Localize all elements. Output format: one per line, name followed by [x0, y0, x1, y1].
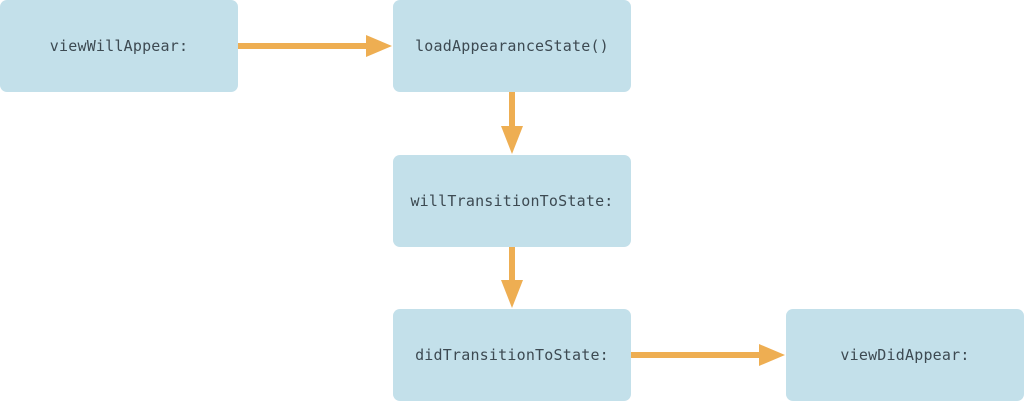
node-will-transition-to-state: willTransitionToState: — [393, 155, 631, 247]
arrow-will-transition-to-did-transition — [501, 247, 523, 308]
node-view-will-appear: viewWillAppear: — [0, 0, 238, 92]
node-load-appearance-state: loadAppearanceState() — [393, 0, 631, 92]
arrow-did-transition-to-did-appear — [631, 344, 785, 366]
arrow-will-appear-to-load — [238, 35, 392, 57]
arrow-load-to-will-transition — [501, 92, 523, 154]
node-view-did-appear: viewDidAppear: — [786, 309, 1024, 401]
node-did-transition-to-state: didTransitionToState: — [393, 309, 631, 401]
